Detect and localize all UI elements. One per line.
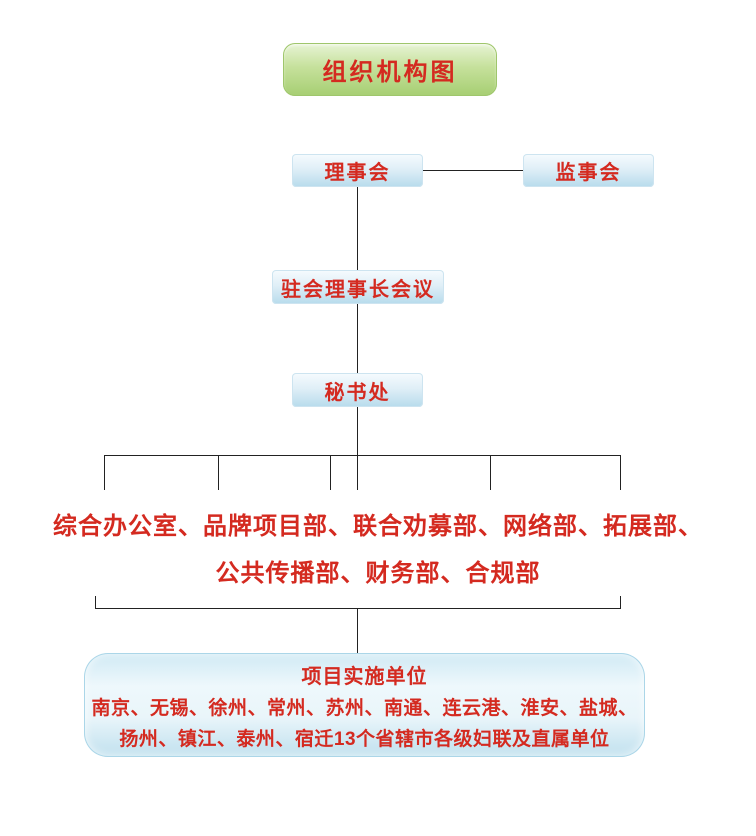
- chart-title: 组织机构图: [322, 59, 458, 86]
- node-secretariat: 秘书处: [292, 373, 423, 407]
- bracket-horizontal-line: [95, 608, 621, 609]
- node-supervisory-label: 监事会: [555, 162, 622, 184]
- department-drop-line: [490, 455, 491, 490]
- bracket-tick-left: [95, 596, 96, 608]
- connector-board-supervisory: [423, 170, 523, 171]
- implementation-unit-title: 项目实施单位: [301, 665, 428, 688]
- department-drop-line: [330, 455, 331, 490]
- department-distributor-line: [104, 455, 621, 456]
- implementation-unit-box: 项目实施单位 南京、无锡、徐州、常州、苏州、南通、连云港、淮安、盐城、 扬州、镇…: [84, 653, 645, 757]
- chart-title-box: 组织机构图: [283, 43, 497, 96]
- department-list-line2: 公共传播部、财务部、合规部: [215, 560, 541, 587]
- node-chairman-meeting-label: 驻会理事长会议: [281, 278, 435, 301]
- connector-board-chairman: [357, 187, 358, 270]
- department-drop-line: [218, 455, 219, 490]
- department-list-line1: 综合办公室、品牌项目部、联合劝募部、网络部、拓展部、: [53, 513, 703, 540]
- department-drop-line: [357, 455, 358, 490]
- bracket-center-drop-line: [357, 608, 358, 653]
- bracket-tick-right: [620, 596, 621, 608]
- implementation-unit-line1: 南京、无锡、徐州、常州、苏州、南通、连云港、淮安、盐城、: [91, 697, 638, 719]
- connector-chairman-secretariat: [357, 304, 358, 373]
- node-board: 理事会: [292, 154, 423, 187]
- connector-secretariat-distributor: [357, 407, 358, 455]
- department-drop-line: [620, 455, 621, 490]
- department-drop-line: [104, 455, 105, 490]
- node-secretariat-label: 秘书处: [324, 381, 391, 404]
- node-chairman-meeting: 驻会理事长会议: [272, 270, 444, 304]
- node-board-label: 理事会: [324, 162, 391, 184]
- implementation-unit-line2: 扬州、镇江、泰州、宿迁13个省辖市各级妇联及直属单位: [119, 728, 610, 750]
- node-supervisory: 监事会: [523, 154, 654, 187]
